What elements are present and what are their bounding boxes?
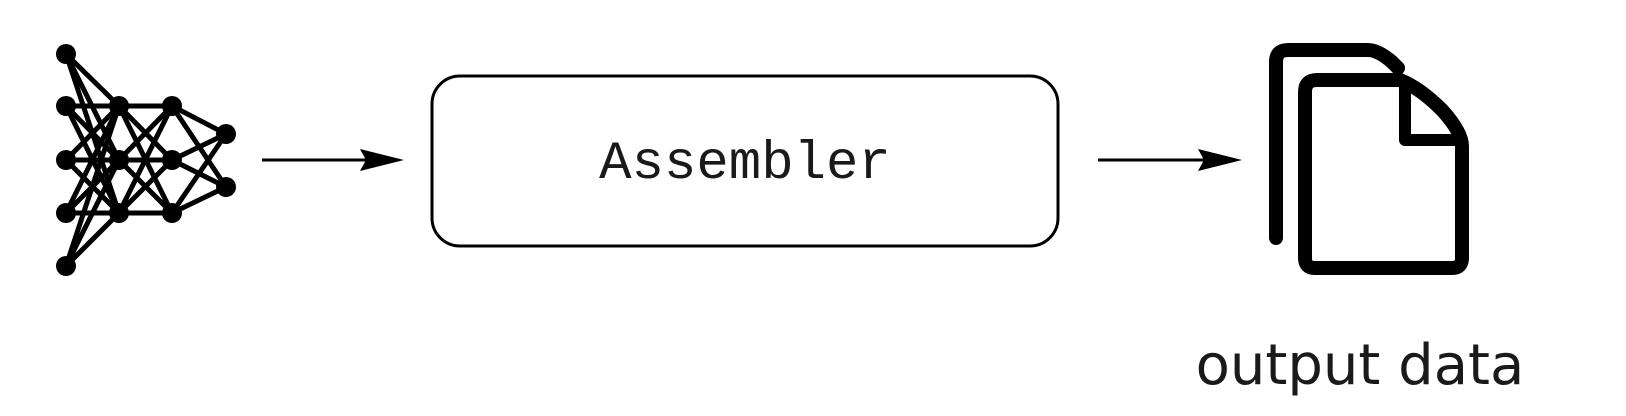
nn-edge (63, 157, 122, 269)
arrow-to-assembler (262, 149, 404, 171)
nn-node (216, 177, 236, 197)
nn-edge (63, 210, 122, 269)
nn-node (109, 150, 129, 170)
nn-edge (116, 103, 175, 216)
nn-edge (116, 103, 175, 163)
nn-node (56, 203, 76, 223)
assembler-box: Assembler (430, 74, 1060, 248)
nn-edge (169, 131, 229, 216)
nn-node (56, 256, 76, 276)
nn-node (109, 96, 129, 116)
nn-node (162, 150, 182, 170)
output-data-label: output data (1196, 333, 1525, 398)
documents-icon (1269, 43, 1469, 275)
nn-node (56, 150, 76, 170)
nn-node (56, 96, 76, 116)
nn-node (216, 124, 236, 144)
assembler-label: Assembler (599, 134, 891, 195)
arrow-to-output (1098, 149, 1242, 171)
nn-edge (63, 103, 122, 163)
nn-node (162, 203, 182, 223)
nn-edge (63, 103, 122, 216)
nn-node (56, 44, 76, 64)
nn-edge (63, 103, 122, 269)
neural-network-icon (56, 44, 236, 276)
nn-edge (169, 103, 229, 137)
nn-node (109, 203, 129, 223)
nn-node (162, 96, 182, 116)
nn-edge (116, 157, 175, 216)
nn-edge (63, 51, 122, 109)
